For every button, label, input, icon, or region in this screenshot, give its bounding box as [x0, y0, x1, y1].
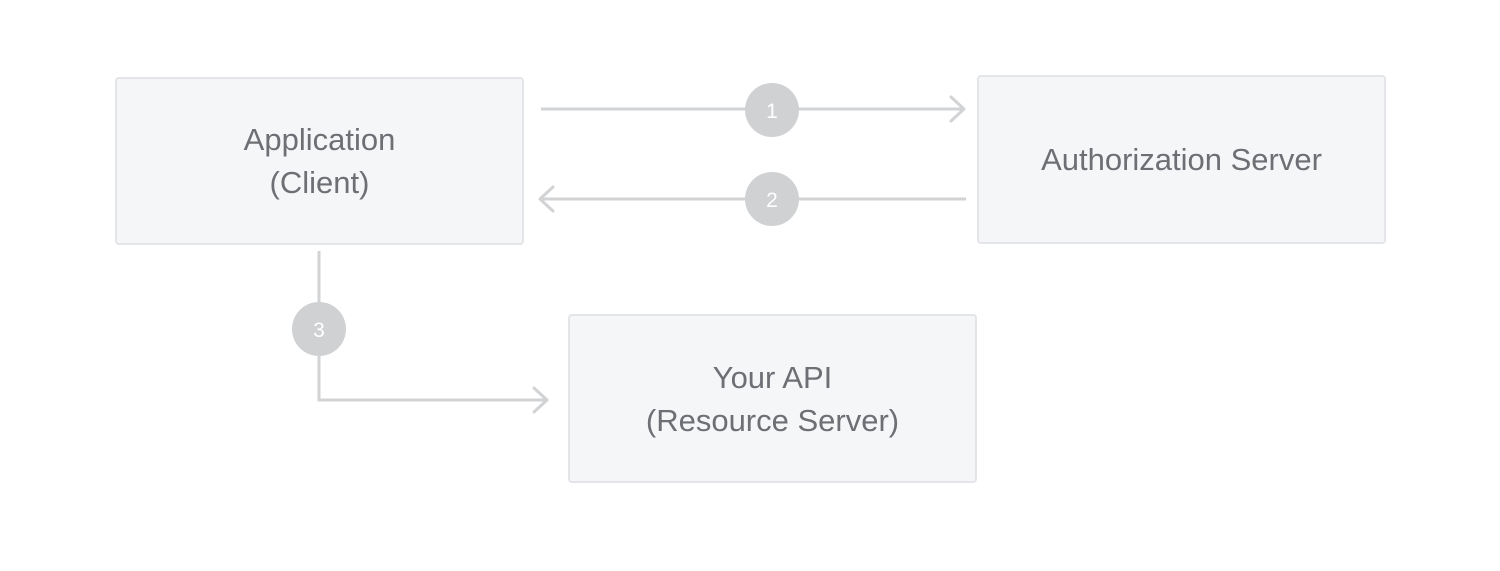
- step-3-arrowhead: [532, 386, 549, 414]
- step-2-badge: [745, 172, 799, 226]
- application-client-title: Application: [243, 122, 396, 157]
- step-3-line: [317, 251, 547, 402]
- step-2-arrowhead: [538, 185, 555, 213]
- resource-server-subtitle: (Resource Server): [645, 402, 900, 438]
- step-3-connector: 3: [292, 251, 549, 414]
- step-1-arrowhead: [949, 95, 966, 123]
- resource-server-node: Your API (Resource Server): [568, 314, 977, 483]
- resource-server-title: Your API: [712, 359, 833, 395]
- authorization-server-node: Authorization Server: [977, 75, 1386, 244]
- step-1-number: 1: [766, 100, 778, 123]
- step-2-connector: 2: [538, 172, 966, 226]
- application-client-node: Application (Client): [115, 77, 524, 245]
- step-1-connector: 1: [541, 83, 966, 137]
- authorization-server-title: Authorization Server: [1041, 142, 1322, 177]
- step-2-number: 2: [766, 189, 778, 212]
- step-1-badge: [745, 83, 799, 137]
- step-3-number: 3: [313, 319, 325, 342]
- application-client-subtitle: (Client): [269, 165, 370, 200]
- step-3-badge: [292, 302, 346, 356]
